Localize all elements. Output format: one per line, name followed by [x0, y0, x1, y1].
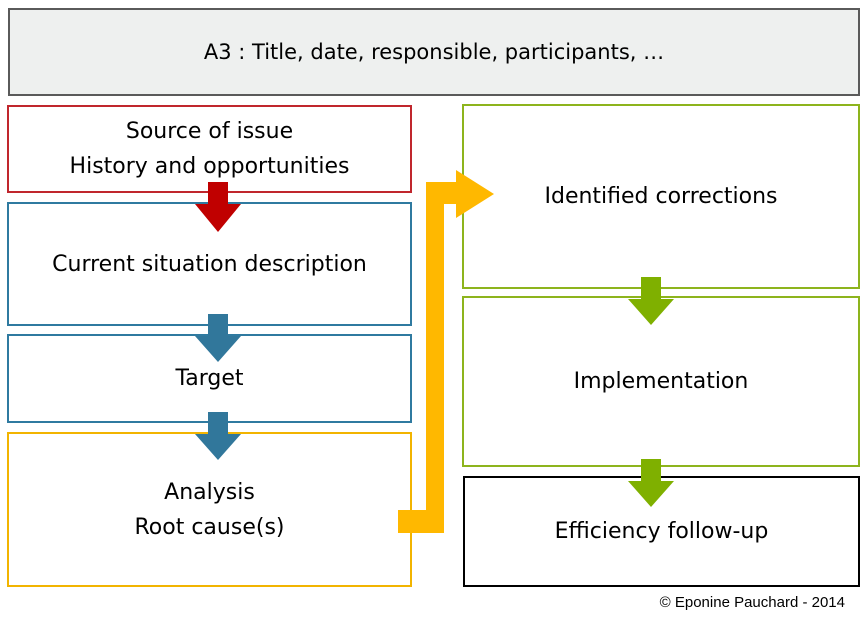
down-arrow-blue-icon: [195, 314, 241, 362]
header-box: A3 : Title, date, responsible, participa…: [8, 8, 860, 96]
source-of-issue-label: Source of issue: [125, 119, 294, 144]
history-opportunities-label: History and opportunities: [69, 154, 350, 179]
down-arrow-green-icon: [628, 277, 674, 325]
bent-arrow-orange-icon: [398, 170, 494, 533]
analysis-box: Analysis Root cause(s): [7, 432, 412, 587]
analysis-label: Analysis: [164, 479, 255, 505]
identified-corrections-label: Identified corrections: [544, 184, 778, 209]
implementation-label: Implementation: [573, 369, 749, 394]
down-arrow-blue-icon: [195, 412, 241, 460]
source-of-issue-box: Source of issue History and opportunitie…: [7, 105, 412, 193]
current-situation-label: Current situation description: [52, 251, 367, 277]
efficiency-follow-up-label: Efficiency follow-up: [554, 519, 769, 544]
header-text: A3 : Title, date, responsible, participa…: [203, 39, 665, 64]
down-arrow-red-icon: [195, 182, 241, 232]
down-arrow-green-icon: [628, 459, 674, 507]
identified-corrections-box: Identified corrections: [462, 104, 860, 289]
copyright-notice: © Eponine Pauchard - 2014: [659, 594, 845, 611]
root-cause-label: Root cause(s): [134, 514, 285, 540]
current-situation-box: Current situation description: [7, 202, 412, 326]
target-label: Target: [175, 366, 244, 391]
